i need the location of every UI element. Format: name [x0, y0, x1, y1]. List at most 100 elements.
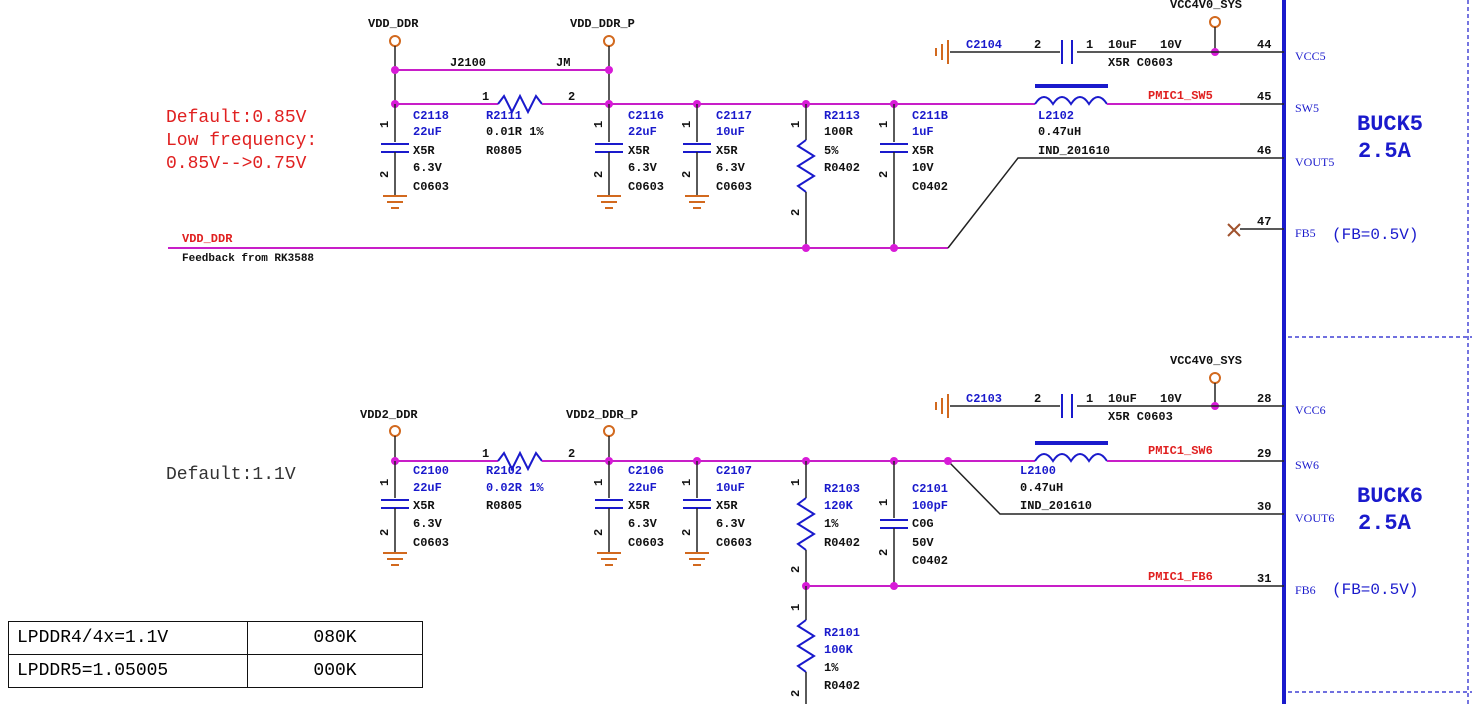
vdd2-ddr-label: VDD2_DDR: [360, 408, 418, 422]
c2118-pin-2: 2: [378, 171, 392, 178]
c211b-pin-2: 2: [877, 171, 891, 178]
svg-text:6.3V: 6.3V: [413, 517, 443, 531]
vdd-ddr-p-label: VDD_DDR_P: [570, 17, 635, 31]
svg-text:R2102: R2102: [486, 464, 522, 478]
r2111-labels: R2111 0.01R 1% R0805: [486, 109, 544, 158]
c2101-labels: C2101 100pF C0G 50V C0402: [912, 482, 948, 568]
c2100-capacitor: [381, 461, 409, 552]
pin-name-vout5: VOUT5: [1295, 155, 1334, 169]
r2113-pin-2: 2: [789, 209, 803, 216]
svg-text:6.3V: 6.3V: [628, 161, 658, 175]
svg-text:0.02R 1%: 0.02R 1%: [486, 481, 544, 495]
svg-text:C0603: C0603: [716, 180, 752, 194]
svg-text:R0805: R0805: [486, 499, 522, 513]
pin-name-sw6: SW6: [1295, 458, 1319, 472]
l2102-inductor: [1034, 96, 1108, 106]
svg-text:IND_201610: IND_201610: [1020, 499, 1092, 513]
pin-name-sw5: SW5: [1295, 101, 1319, 115]
table-row: LPDDR5=1.05005 000K: [8, 654, 423, 688]
vdd2-ddr-p-power-symbol: [603, 425, 615, 461]
pin-name-fb6: FB6: [1295, 583, 1316, 597]
l2102-labels: L2102 0.47uH IND_201610: [1038, 109, 1110, 158]
svg-text:X5R: X5R: [912, 144, 934, 158]
pin-name-vcc5: VCC5: [1295, 49, 1326, 63]
vcc4v0-sys-label-bottom: VCC4V0_SYS: [1170, 354, 1242, 368]
c2104-ref: C2104: [966, 38, 1002, 52]
buck5-lowfreq-note: Low frequency:: [166, 131, 317, 151]
r2111-pin-2: 2: [568, 90, 575, 104]
c2106-capacitor: [595, 461, 623, 552]
pin-number-47: 47: [1257, 215, 1271, 229]
svg-text:22uF: 22uF: [413, 481, 442, 495]
r2103-resistor: [796, 461, 816, 586]
svg-text:120K: 120K: [824, 499, 854, 513]
pin-name-vout6: VOUT6: [1295, 511, 1334, 525]
feedback-net-label: VDD_DDR: [182, 232, 233, 246]
svg-text:6.3V: 6.3V: [413, 161, 443, 175]
c2107-pin-2: 2: [680, 529, 694, 536]
l2100-labels: L2100 0.47uH IND_201610: [1020, 464, 1092, 513]
c2101-capacitor: [880, 461, 908, 586]
r2102-resistor: [497, 450, 543, 472]
svg-text:C0402: C0402: [912, 554, 948, 568]
svg-text:C0603: C0603: [716, 536, 752, 550]
svg-text:X5R: X5R: [716, 499, 738, 513]
buck5-default-note: Default:0.85V: [166, 108, 307, 128]
c2107-capacitor: [683, 461, 711, 552]
c2116-pin-1: 1: [592, 121, 606, 128]
svg-text:22uF: 22uF: [628, 481, 657, 495]
pin-number-31: 31: [1257, 572, 1271, 586]
c2103-capacitor: [1061, 394, 1073, 418]
c2103-pin-1: 1: [1086, 392, 1093, 406]
r2101-resistor: [796, 586, 816, 704]
svg-text:6.3V: 6.3V: [628, 517, 658, 531]
j2100-ref: J2100: [450, 56, 486, 70]
vdd-ddr-p-power-symbol: [603, 35, 615, 104]
svg-text:22uF: 22uF: [628, 125, 657, 139]
svg-text:6.3V: 6.3V: [716, 517, 746, 531]
c2106-labels: C2106 22uF X5R 6.3V C0603: [628, 464, 664, 550]
svg-text:0.01R 1%: 0.01R 1%: [486, 125, 544, 139]
svg-text:R0402: R0402: [824, 679, 860, 693]
pin-number-30: 30: [1257, 500, 1271, 514]
c2103-package: X5R C0603: [1108, 410, 1173, 424]
svg-text:1uF: 1uF: [912, 125, 934, 139]
ground-symbol-c2116: [597, 195, 621, 209]
vout5-wire: [947, 157, 1240, 249]
no-connect-marker: [1227, 223, 1241, 237]
c2104-voltage: 10V: [1160, 38, 1182, 52]
c2101-pin-1: 1: [877, 499, 891, 506]
svg-text:X5R: X5R: [628, 144, 650, 158]
r2113-resistor: [796, 104, 816, 248]
r2113-pin-1: 1: [789, 121, 803, 128]
svg-text:C0603: C0603: [413, 536, 449, 550]
r2102-labels: R2102 0.02R 1% R0805: [486, 464, 544, 513]
svg-text:10uF: 10uF: [716, 481, 745, 495]
r2111-pin-1: 1: [482, 90, 489, 104]
svg-text:0.47uH: 0.47uH: [1020, 481, 1063, 495]
ground-symbol-c2107: [685, 552, 709, 566]
pmic1-fb6-label: PMIC1_FB6: [1148, 570, 1213, 584]
c2103-value: 10uF: [1108, 392, 1137, 406]
svg-text:L2100: L2100: [1020, 464, 1056, 478]
vout6-wire: [947, 460, 1240, 515]
r2113-labels: R2113 100R 5% R0402: [824, 109, 860, 175]
svg-text:R0402: R0402: [824, 161, 860, 175]
r2102-pin-2: 2: [568, 447, 575, 461]
svg-text:1%: 1%: [824, 517, 839, 531]
pin-number-46: 46: [1257, 144, 1271, 158]
buck6-default-note: Default:1.1V: [166, 465, 296, 485]
c2117-pin-1: 1: [680, 121, 694, 128]
pin-number-45: 45: [1257, 90, 1271, 104]
vcc4v0-sys-label-top: VCC4V0_SYS: [1170, 0, 1242, 12]
table-cell: 000K: [247, 654, 423, 688]
pin-name-vcc6: VCC6: [1295, 403, 1326, 417]
c2103-ref: C2103: [966, 392, 1002, 406]
svg-text:100R: 100R: [824, 125, 854, 139]
c211b-capacitor: [880, 104, 908, 248]
svg-text:X5R: X5R: [716, 144, 738, 158]
svg-text:22uF: 22uF: [413, 125, 442, 139]
svg-text:10uF: 10uF: [716, 125, 745, 139]
r2103-labels: R2103 120K 1% R0402: [824, 482, 860, 550]
r2103-pin-2: 2: [789, 566, 803, 573]
